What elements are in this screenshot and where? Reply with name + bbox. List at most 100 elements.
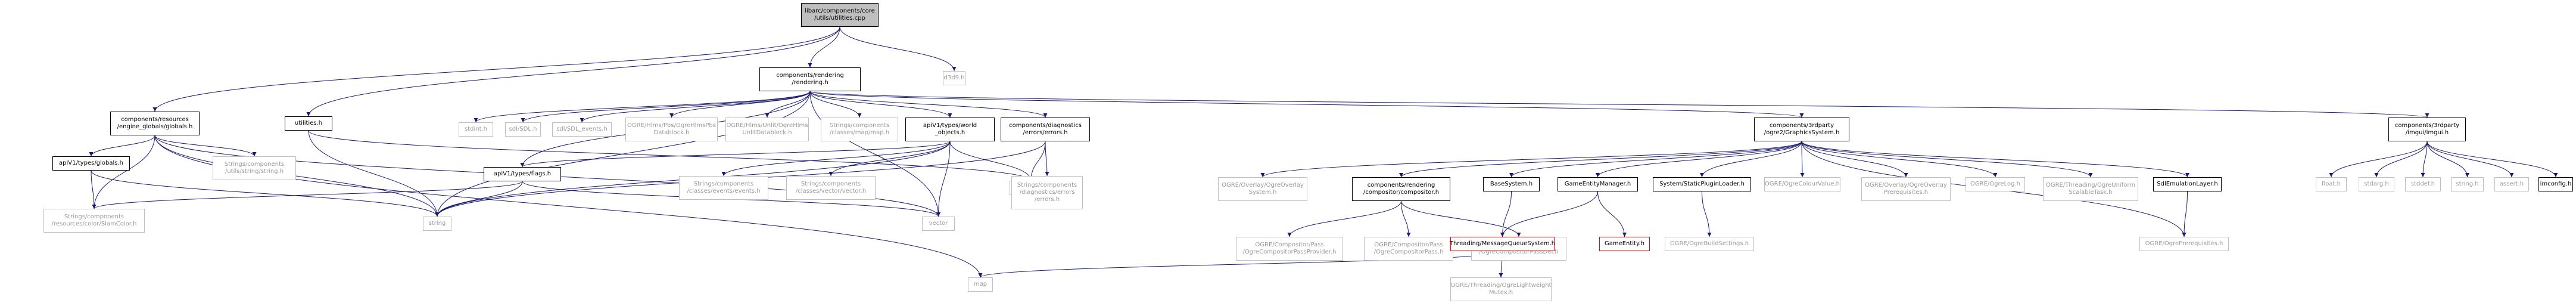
node-utilities[interactable]: utilities.h [285,116,332,131]
node-label-line: /compositor/compositor.h [1363,189,1440,196]
node-imgui[interactable]: components/3rdparty/imgui/imgui.h [2388,118,2466,141]
node-label-line: /utils/string/string.h [225,168,284,175]
edge-resglobals-to-colorslam [92,135,155,209]
node-label-line: Strings/components [64,214,124,220]
node-worldobjects[interactable]: apiV1/types/world_objects.h [905,118,995,141]
node-label-line: Strings/components [693,181,754,187]
node-colourvalue[interactable]: OGRE/OgreColourValue.h [1764,177,1840,191]
node-label-line: /classes/map/map.h [829,129,890,136]
node-label-line: stdarg.h [2364,181,2389,187]
node-label-line: vector [929,220,948,227]
node-diagerrors[interactable]: Strings/components/diagnostics/errors/er… [1011,176,1083,209]
edge-root-to-rendering [808,26,840,68]
node-gem[interactable]: GameEntityManager.h [1558,177,1638,191]
edge-worldobjects-to-vector [936,141,951,217]
node-stddefh[interactable]: stddef.h [2405,177,2441,191]
node-label-line: components/3rdparty [2394,122,2460,129]
edge-flags-to-string [435,181,523,217]
node-passprovider[interactable]: OGRE/Compositor/Pass/OgreCompositorPassP… [1236,237,1343,261]
node-buildsettings[interactable]: OGRE/OgreBuildSettings.h [1665,237,1754,251]
edge-imgui-to-stddefh [2421,141,2428,178]
edge-graphics-to-compositor [1399,141,1802,178]
node-imconfig[interactable]: imconfig.h [2538,177,2573,191]
edge-worldobjects-to-windows [949,141,1033,181]
node-pass[interactable]: OGRE/Compositor/Pass/OgreCompositorPass.… [1364,237,1453,261]
node-label-line: SdlEmulationLayer.h [2157,181,2218,187]
node-floath[interactable]: float.h [2316,177,2347,191]
node-label-line: components/diagnostics [1009,122,1082,129]
edge-rendering-to-stdinth [474,91,811,123]
node-stdinth[interactable]: stdint.h [459,122,493,137]
node-mqs[interactable]: Threading/MessageQueueSystem.h [1450,237,1555,251]
node-resglobals[interactable]: components/resources/engine_globals/glob… [110,112,200,135]
node-string[interactable]: string [423,217,451,231]
node-asserth[interactable]: assert.h [2494,177,2529,191]
edge-imgui-to-stringh [2427,141,2469,178]
node-mapmap[interactable]: Strings/components/classes/map/map.h [821,118,898,141]
edge-sdlemu-to-ogreprereq [2182,191,2188,237]
node-label-line: Strings/components [829,122,890,129]
node-compositor[interactable]: components/rendering/compositor/composit… [1352,177,1450,201]
node-colorslam[interactable]: Strings/components/resources/color/SlamC… [43,209,145,233]
node-rendering[interactable]: components/rendering/rendering.h [759,67,861,91]
edge-rendering-to-hlmspbs [669,91,811,118]
node-apiglobals[interactable]: apiV1/types/globals.h [52,156,130,171]
node-label-line: /rendering.h [792,79,828,86]
node-flags[interactable]: apiV1/types/flags.h [484,167,561,181]
node-ogrelog[interactable]: OGRE/OgreLog.h [1966,177,2025,191]
node-label-line: sdl/SDL.h [509,126,537,132]
node-vector[interactable]: vector [922,217,955,231]
node-gameentity[interactable]: GameEntity.h [1599,237,1650,251]
node-stringh[interactable]: string.h [2451,177,2484,191]
node-label-line: /diagnostics/errors [1019,189,1075,196]
node-graphics[interactable]: components/3rdparty/ogre2/GraphicsSystem… [1754,118,1849,141]
edge-compositor-to-pass [1401,200,1411,237]
node-sdl[interactable]: sdl/SDL.h [505,122,541,137]
edge-graphics-to-uniformtask [1801,141,2093,178]
edge-graphics-to-ogrelog [1801,141,1998,178]
edge-apiglobals-to-string [91,170,440,217]
node-label-line: GameEntityManager.h [1564,181,1631,187]
node-ogreprereq[interactable]: OGRE/OgrePrerequisites.h [2139,237,2229,251]
node-label-line: GameEntity.h [1604,240,1645,247]
node-label-line: OGRE/OgreLog.h [1970,181,2020,187]
edge-utilities-to-windows [308,130,1033,181]
edge-rendering-to-graphics [809,91,1803,118]
node-label-line: OGRE/Compositor/Pass [1255,242,1324,248]
node-d3d9[interactable]: d3d9.h [943,71,965,85]
node-eventsh[interactable]: Strings/components/classes/events/events… [679,176,768,200]
node-label-line: OGRE/OgreBuildSettings.h [1669,240,1749,247]
node-vectorh[interactable]: Strings/components/classes/vector/vector… [786,176,876,200]
node-label-line: /ogre2/GraphicsSystem.h [1764,129,1840,136]
edge-graphics-to-basesystem [1509,141,1802,178]
node-label-line: /imgui/imgui.h [2405,129,2449,136]
node-label-line: /errors/errors.h [1023,129,1068,136]
node-sdlemu[interactable]: SdlEmulationLayer.h [2153,177,2222,191]
node-stringutil[interactable]: Strings/components/utils/string/string.h [213,156,296,180]
node-stdargh[interactable]: stdarg.h [2359,177,2394,191]
node-label-line: stdint.h [464,126,488,132]
edge-graphics-to-sdlemu [1801,141,2189,178]
node-label-line: UnlitDatablock.h [742,129,792,136]
node-map[interactable]: map [968,277,993,292]
node-root[interactable]: libarc/components/core/utils/utilities.c… [801,3,879,27]
node-label-line: d3d9.h [943,75,965,81]
node-sdlevents[interactable]: sdl/SDL_events.h [552,122,612,137]
node-label-line: utilities.h [294,120,323,126]
node-label-line: components/rendering [1367,182,1435,188]
edge-compositor-to-passdef [1401,200,1521,237]
node-label-line: /OgreCompositorPassProvider.h [1242,249,1337,255]
edge-graphics-to-overlaysys [1260,141,1802,178]
node-label-line: Mutex.h [1488,289,1513,296]
edge-resglobals-to-apiglobals [89,135,155,157]
node-basesystem[interactable]: BaseSystem.h [1483,177,1540,191]
node-staticplugin[interactable]: System/StaticPluginLoader.h [1653,177,1751,191]
node-errors[interactable]: components/diagnostics/errors/errors.h [1001,118,1090,141]
